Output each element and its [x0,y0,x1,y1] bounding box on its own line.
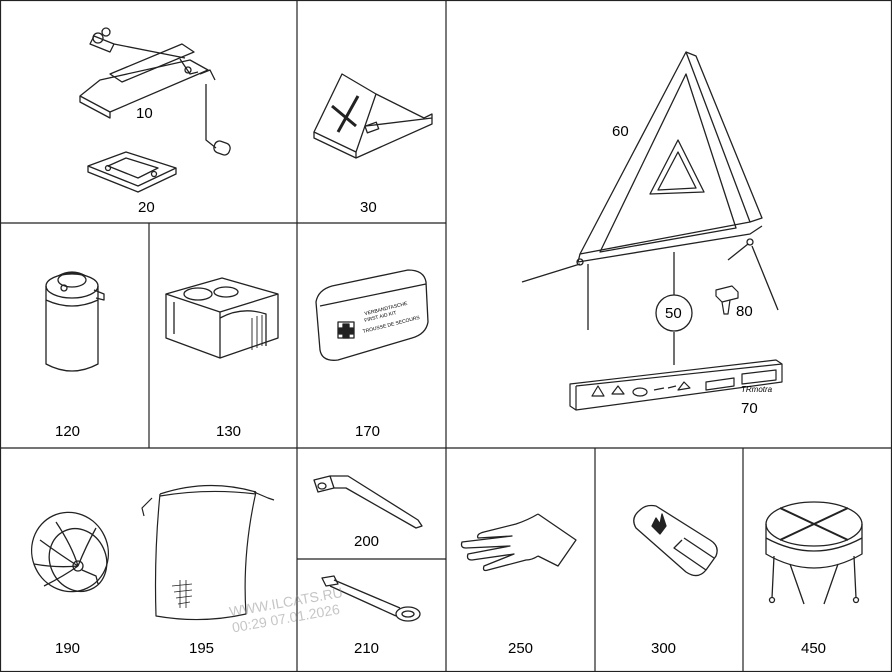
extinguisher-icon [633,504,718,577]
part-label-130: 130 [216,423,242,440]
clip-icon [715,285,739,315]
part-label-20: 20 [138,199,155,216]
glove-icon [460,513,577,572]
towing-eye-icon [321,575,421,622]
lug-wrench-icon [313,475,423,529]
part-label-450: 450 [801,640,827,657]
part-label-190: 190 [55,640,81,657]
case-brand-text: TRmotra [741,385,773,394]
part-label-80: 80 [736,303,753,320]
part-label-30: 30 [360,199,377,216]
jack-base-plate-icon [87,151,177,193]
callout-circle-icon [655,294,693,332]
part-label-50: 50 [665,305,682,322]
part-label-60: 60 [612,123,629,140]
sealant-bottle-icon [45,271,105,372]
part-label-120: 120 [55,423,81,440]
part-label-250: 250 [508,640,534,657]
drawstring-bag-icon [141,484,275,621]
spare-wheel-bowl-icon [30,511,110,593]
wheel-chock-icon [313,73,433,159]
part-label-10: 10 [136,105,153,122]
part-label-200: 200 [354,533,380,550]
scissor-jack-icon [79,27,231,156]
part-label-70: 70 [741,400,758,417]
folding-spare-tire-icon [765,501,863,605]
first-aid-kit-icon [315,269,429,361]
part-label-210: 210 [354,640,380,657]
triangle-case-icon [569,359,783,411]
compressor-icon [165,277,279,359]
warning-triangle-icon [521,51,779,365]
part-label-170: 170 [355,423,381,440]
part-label-195: 195 [189,640,215,657]
part-label-300: 300 [651,640,677,657]
